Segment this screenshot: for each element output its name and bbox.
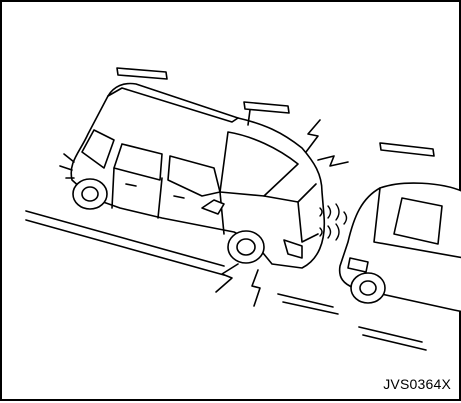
figure-code: JVS0364X bbox=[383, 376, 451, 392]
ground-line bbox=[278, 294, 333, 307]
ground-line bbox=[359, 327, 422, 342]
sensor-wave bbox=[344, 212, 347, 224]
ground-line bbox=[26, 220, 224, 275]
sound-burst bbox=[252, 270, 260, 306]
sensor-wave bbox=[336, 224, 339, 240]
sound-burst bbox=[306, 120, 320, 152]
ground-line bbox=[363, 335, 426, 350]
ground-line bbox=[283, 302, 338, 314]
parking-line bbox=[380, 143, 434, 156]
sound-burst bbox=[318, 156, 348, 166]
wheel bbox=[351, 273, 385, 303]
sensor-wave bbox=[328, 226, 331, 238]
sensor-wave bbox=[328, 206, 331, 218]
parking-line bbox=[244, 102, 289, 113]
sound-burst bbox=[216, 264, 238, 292]
parking-line bbox=[117, 68, 167, 79]
wheel bbox=[73, 179, 107, 209]
sensor-wave bbox=[336, 204, 339, 220]
parked-vehicle bbox=[340, 183, 461, 312]
wheel bbox=[228, 231, 264, 263]
